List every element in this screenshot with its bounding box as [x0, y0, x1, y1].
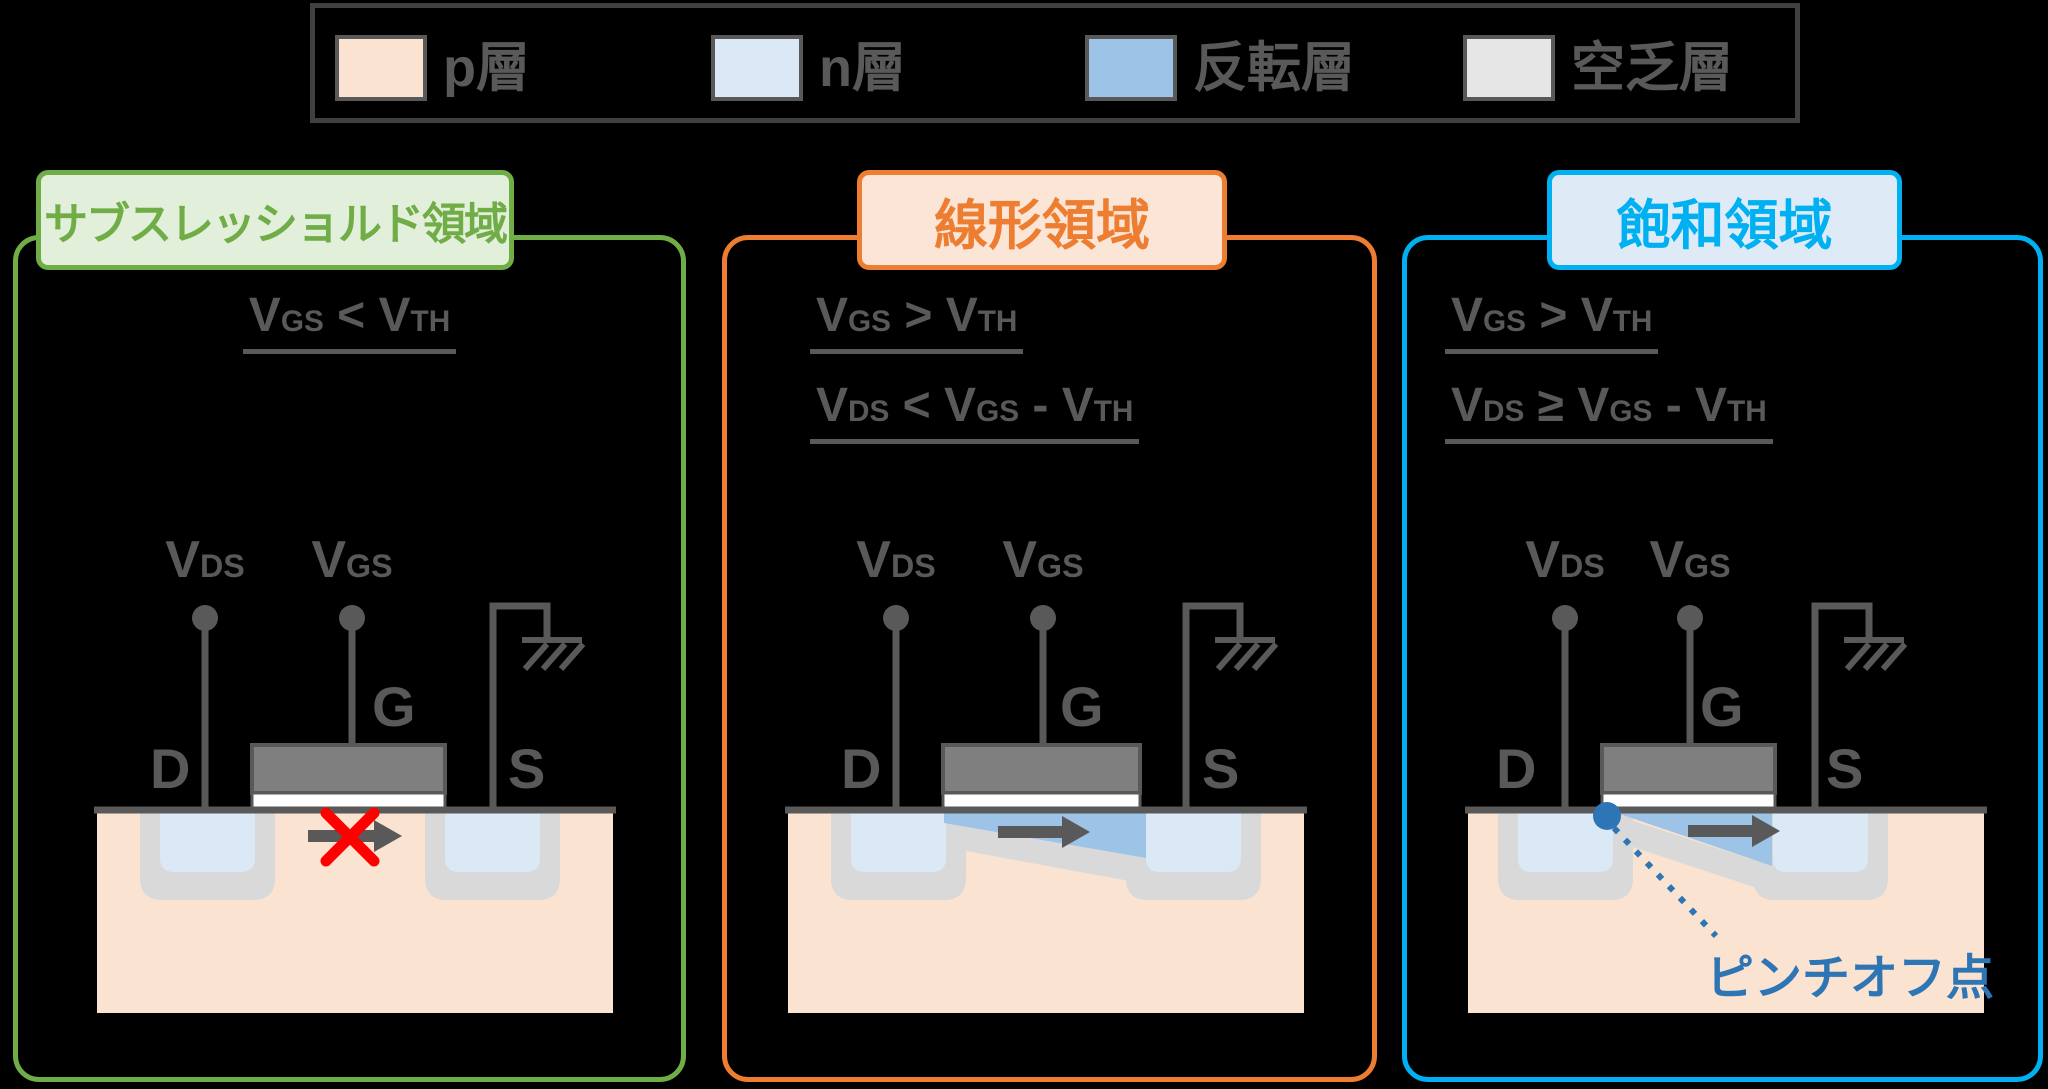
p-layer-swatch	[335, 35, 427, 101]
inversion-layer-swatch	[1085, 35, 1177, 101]
condition-formula: VGS > VTH	[1445, 288, 1659, 354]
panel-title-subthreshold: サブスレッショルド領域	[36, 170, 514, 270]
drain-label: D	[1496, 737, 1537, 800]
vgs-label: VGS	[1002, 531, 1084, 589]
legend-item-inversion-layer: 反転層	[1085, 34, 1355, 102]
gate-label: G	[1700, 675, 1744, 738]
vds-label: VDS	[856, 531, 936, 589]
current-arrow	[308, 820, 402, 852]
pinchoff-point-dot	[1593, 802, 1621, 830]
source-wire	[1811, 602, 1873, 808]
formula-text: VGS < VTH	[242, 288, 457, 354]
gate-electrode	[1600, 743, 1777, 795]
n-well-drain	[851, 810, 946, 872]
legend-label: 反転層	[1193, 38, 1355, 98]
condition-formula: VDS ≥ VGS - VTH	[1445, 378, 1773, 444]
n-well-source	[1773, 810, 1868, 872]
source-label: S	[1826, 737, 1864, 800]
legend-label: p層	[443, 38, 530, 98]
panel-title-linear: 線形領域	[857, 170, 1227, 270]
vgs-terminal-dot	[1030, 605, 1056, 631]
formula-text: VDS ≥ VGS - VTH	[1445, 378, 1773, 444]
ground-icon	[1215, 637, 1279, 671]
ground-icon	[1844, 637, 1908, 671]
gate-electrode	[941, 743, 1142, 795]
gate-electrode	[250, 743, 447, 795]
legend-label: n層	[819, 38, 906, 98]
source-label: S	[1202, 737, 1240, 800]
current-arrow	[998, 816, 1090, 848]
pinchoff-label: ピンチオフ点	[1706, 952, 1995, 1005]
vgs-label: VGS	[311, 531, 393, 589]
depletion-layer-swatch	[1463, 35, 1555, 101]
condition-formula: VDS < VGS - VTH	[810, 378, 1140, 444]
drain-label: D	[150, 737, 191, 800]
depletion-band-under-channel	[944, 823, 1146, 884]
vgs-label: VGS	[1649, 531, 1731, 589]
vgs-terminal-dot	[339, 605, 365, 631]
mosfet-linear	[785, 602, 1307, 1013]
gate-label: G	[1060, 675, 1104, 738]
ground-icon	[522, 637, 586, 671]
source-label: S	[508, 737, 546, 800]
no-current-x-icon	[320, 807, 380, 867]
vds-label: VDS	[1525, 531, 1605, 589]
depletion-band-under-channel	[1606, 812, 1772, 893]
mosfet-saturation	[1465, 602, 1987, 1013]
n-well-source	[1146, 810, 1241, 872]
n-well-drain	[1518, 810, 1613, 872]
condition-formula: VGS > VTH	[810, 288, 1024, 354]
vds-terminal-dot	[883, 605, 909, 631]
n-well-drain	[160, 810, 255, 872]
legend-label: 空乏層	[1571, 38, 1733, 98]
legend: p層 n層 反転層 空乏層	[310, 3, 1800, 123]
n-well-source	[445, 810, 540, 872]
legend-item-p-layer: p層	[335, 34, 530, 102]
source-wire	[1182, 602, 1244, 808]
mosfet-subthreshold	[94, 602, 616, 1013]
drain-label: D	[841, 737, 882, 800]
condition-formula: VGS < VTH	[13, 288, 686, 354]
source-wire	[489, 602, 551, 808]
vgs-terminal-dot	[1677, 605, 1703, 631]
current-arrow	[1688, 815, 1780, 847]
formula-text: VGS > VTH	[810, 288, 1024, 354]
formula-text: VDS < VGS - VTH	[810, 378, 1140, 444]
vds-label: VDS	[165, 531, 245, 589]
legend-item-n-layer: n層	[711, 34, 906, 102]
gate-label: G	[372, 675, 416, 738]
vds-terminal-dot	[1552, 605, 1578, 631]
legend-item-depletion-layer: 空乏層	[1463, 34, 1733, 102]
vds-terminal-dot	[192, 605, 218, 631]
panel-title-saturation: 飽和領域	[1547, 170, 1902, 270]
n-layer-swatch	[711, 35, 803, 101]
formula-text: VGS > VTH	[1445, 288, 1659, 354]
